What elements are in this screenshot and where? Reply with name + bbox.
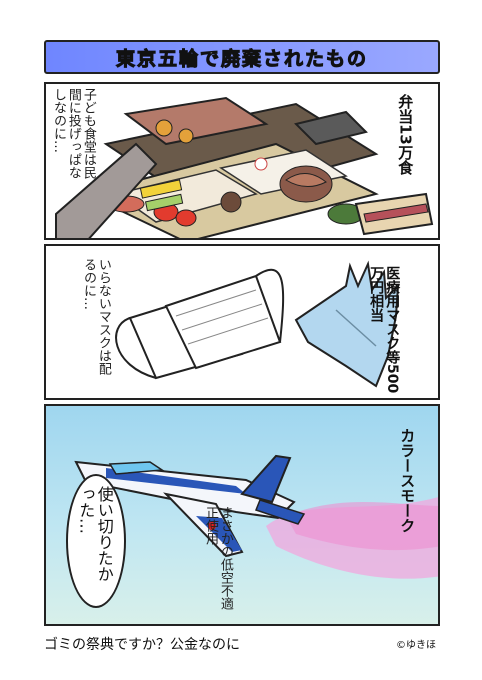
page-title: 東京五輪で廃棄されたもの xyxy=(115,47,368,70)
title-banner: 東京五輪で廃棄されたもの xyxy=(44,40,440,74)
panel-masks: 医療用マスク等500万円相当 いらないマスクは配るのに… xyxy=(44,244,440,400)
panel-bento: 弁当13万食 子ども食堂は民間に投げっぱなしなのに… xyxy=(44,82,440,240)
bento-count-label: 弁当13万食 xyxy=(396,94,415,175)
author-signature: ©ゆきほ xyxy=(396,640,436,651)
mask-glove-illustration xyxy=(115,260,400,388)
speech-text: 使い切りたかった… xyxy=(76,486,114,582)
panel-color-smoke: カラースモーク 使い切りたかった… まさかの低空不適正使用 xyxy=(44,404,440,626)
low-altitude-note: まさかの低空不適正使用 xyxy=(202,506,233,610)
medical-mask-value-label: 医療用マスク等500万円相当 xyxy=(368,266,401,394)
unneeded-mask-note: いらないマスクは配るのに… xyxy=(80,258,111,375)
color-smoke-label: カラースモーク xyxy=(398,428,417,533)
jet-smoke-illustration xyxy=(74,454,438,579)
speech-bubble xyxy=(66,474,126,608)
footer-caption: ゴミの祭典ですか？公金なのに xyxy=(44,637,240,653)
kids-cafeteria-note: 子ども食堂は民間に投げっぱなしなのに… xyxy=(50,88,96,179)
bento-illustration xyxy=(55,96,434,238)
